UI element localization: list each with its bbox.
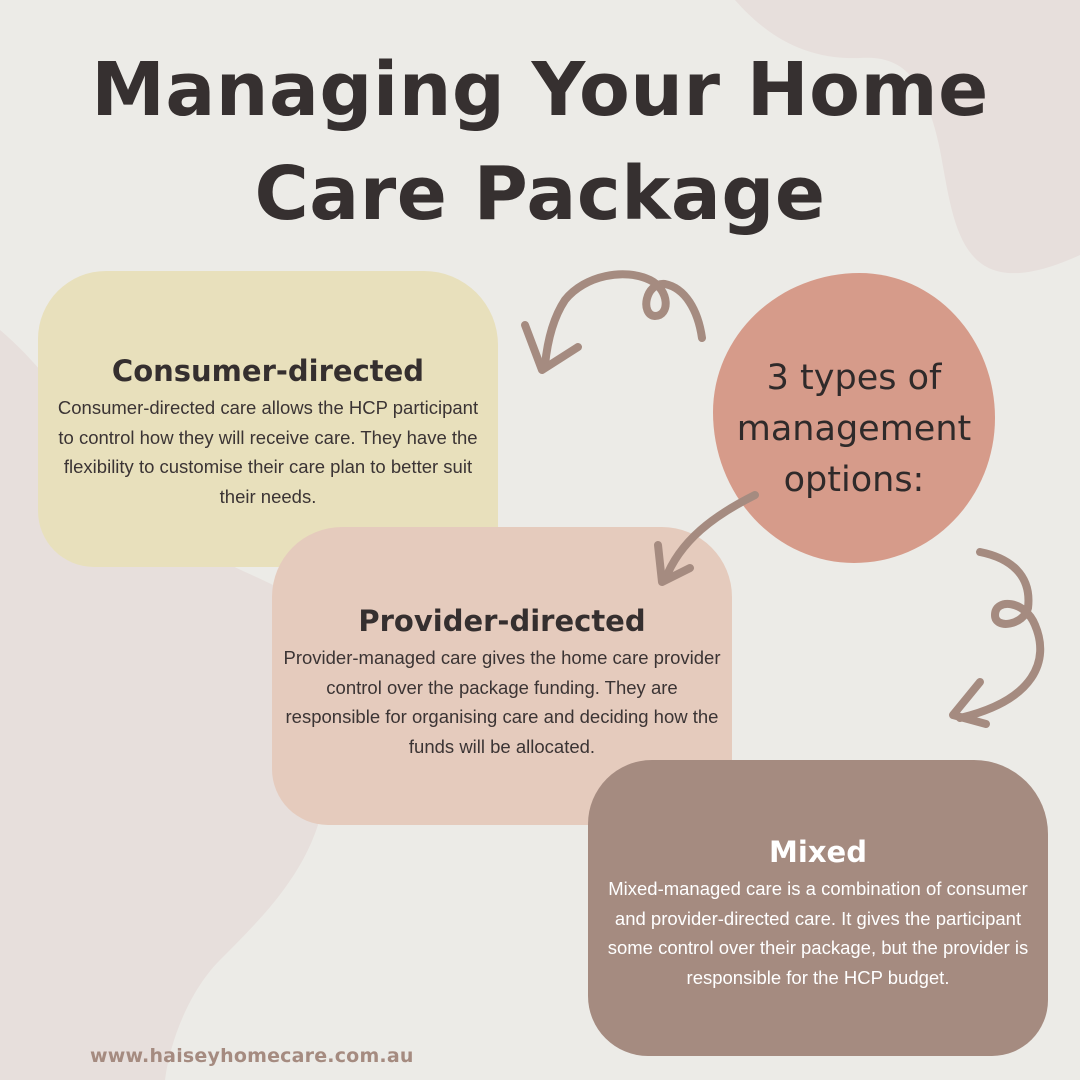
curved-arrow-icon (654, 491, 759, 586)
bubble-line-1: 3 types of (766, 358, 942, 398)
bubble-line-3: options: (783, 460, 925, 500)
card-body: Provider-managed care gives the home car… (283, 647, 721, 757)
card-heading: Mixed (769, 835, 867, 869)
curly-arrow-icon (949, 548, 1045, 728)
card-body: Mixed-managed care is a combination of c… (607, 878, 1029, 988)
curly-arrow-icon (521, 270, 706, 374)
card-provider-directed: Provider-directed Provider-managed care … (272, 527, 732, 825)
card-body: Consumer-directed care allows the HCP pa… (57, 397, 479, 507)
card-consumer-directed: Consumer-directed Consumer-directed care… (38, 271, 498, 567)
card-heading: Consumer-directed (111, 354, 425, 388)
card-heading: Provider-directed (358, 604, 646, 638)
website-link[interactable]: www.haiseyhomecare.com.au (90, 1045, 414, 1067)
page-title-line-1: Managing Your Home (91, 47, 989, 133)
page-title-line-2: Care Package (254, 151, 826, 237)
center-bubble: 3 types of management options: (713, 273, 995, 563)
card-mixed: Mixed Mixed-managed care is a combinatio… (588, 760, 1048, 1056)
page-title: Managing Your Home Care Package (0, 38, 1080, 246)
bubble-line-2: management (736, 409, 972, 449)
